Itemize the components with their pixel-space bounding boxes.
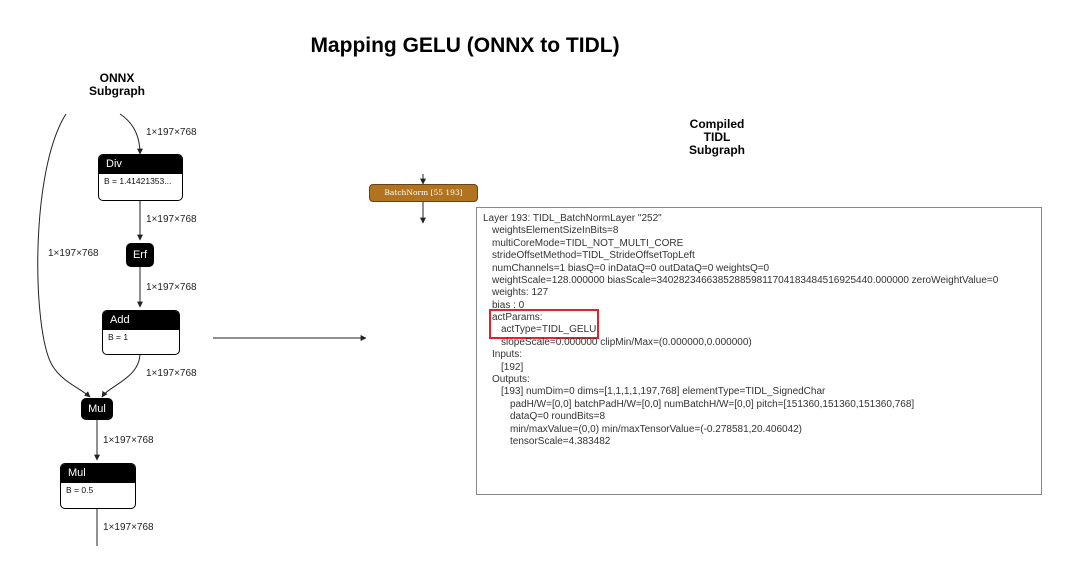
edge-input-to-div bbox=[119, 113, 143, 155]
layer-info-line: tensorScale=4.383482 bbox=[510, 436, 611, 448]
layer-info-line: Inputs: bbox=[492, 349, 523, 361]
act-type-value: actType=TIDL_GELU bbox=[501, 324, 597, 336]
onnx-caption-line-1: ONNX bbox=[99, 71, 135, 85]
shape-label-erf-out: 1×197×768 bbox=[146, 282, 197, 293]
layer-info-line: slopeScale=0.000000 clipMin/Max=(0.00000… bbox=[501, 336, 752, 348]
div-node-op: Div bbox=[99, 155, 182, 174]
div-node-attr: B = 1.41421353... bbox=[104, 176, 172, 186]
mul-node-2-op: Mul bbox=[61, 464, 135, 483]
shape-label-mul1-out: 1×197×768 bbox=[103, 435, 154, 446]
shape-label-div-out: 1×197×768 bbox=[146, 214, 197, 225]
onnx-subgraph-caption: ONNX Subgraph bbox=[82, 72, 152, 98]
layer-info-line: min/maxValue=(0,0) min/maxTensorValue=(-… bbox=[510, 423, 803, 435]
layer-info-line: Layer 193: TIDL_BatchNormLayer "252" bbox=[483, 213, 662, 224]
layer-info-line: numChannels=1 biasQ=0 inDataQ=0 outDataQ… bbox=[492, 262, 770, 274]
layer-info-line: weights: 127 bbox=[492, 287, 549, 299]
shape-label-skip: 1×197×768 bbox=[48, 248, 99, 259]
mul-node-2-attr: B = 0.5 bbox=[66, 485, 94, 495]
add-node[interactable]: Add B = 1 bbox=[102, 310, 180, 355]
layer-info-line: weightsElementSizeInBits=8 bbox=[492, 225, 619, 237]
edge-skip-to-mul bbox=[37, 113, 91, 398]
mul-node-1[interactable]: Mul bbox=[81, 398, 113, 420]
layer-info-line: [193] numDim=0 dims=[1,1,1,1,197,768] el… bbox=[501, 386, 826, 398]
tidl-caption-line-3: Subgraph bbox=[689, 143, 745, 157]
onnx-caption-line-2: Subgraph bbox=[89, 84, 145, 98]
layer-info-line: strideOffsetMethod=TIDL_StrideOffsetTopL… bbox=[492, 250, 695, 262]
tidl-caption-line-2: TIDL bbox=[703, 130, 731, 144]
div-node[interactable]: Div B = 1.41421353... bbox=[98, 154, 183, 201]
tidl-subgraph-caption: Compiled TIDL Subgraph bbox=[672, 118, 762, 157]
layer-info-line: weightScale=128.000000 biasScale=3402823… bbox=[492, 274, 999, 286]
layer-info-line: dataQ=0 roundBits=8 bbox=[510, 411, 606, 423]
erf-node[interactable]: Erf bbox=[126, 243, 154, 267]
layer-info-line: bias : 0 bbox=[492, 299, 525, 311]
shape-label-mul2-out: 1×197×768 bbox=[103, 522, 154, 533]
batchnorm-node[interactable]: BatchNorm [55 193] bbox=[369, 184, 478, 202]
layer-info-line: padH/W=[0,0] batchPadH/W=[0,0] numBatchH… bbox=[510, 398, 915, 410]
page-title: Mapping GELU (ONNX to TIDL) bbox=[310, 34, 620, 57]
layer-info-line: multiCoreMode=TIDL_NOT_MULTI_CORE bbox=[492, 237, 684, 249]
gelu-highlight-box: actParams: actType=TIDL_GELU bbox=[488, 309, 600, 340]
tidl-caption-line-1: Compiled bbox=[689, 117, 745, 131]
mul-node-2[interactable]: Mul B = 0.5 bbox=[60, 463, 136, 509]
layer-info-line-actparams: actParams: actType=TIDL_GELU bbox=[483, 309, 1035, 340]
shape-label-input: 1×197×768 bbox=[146, 127, 197, 138]
layer-info-line: [192] bbox=[501, 361, 524, 373]
add-node-op: Add bbox=[103, 311, 179, 330]
layer-info-panel: Layer 193: TIDL_BatchNormLayer "252" wei… bbox=[476, 207, 1042, 495]
actparams-label: actParams: bbox=[492, 312, 543, 324]
add-node-attr: B = 1 bbox=[108, 332, 129, 342]
layer-info-line: Outputs: bbox=[492, 374, 530, 386]
shape-label-add-out: 1×197×768 bbox=[146, 368, 197, 379]
edge-add-to-mul bbox=[101, 352, 141, 398]
